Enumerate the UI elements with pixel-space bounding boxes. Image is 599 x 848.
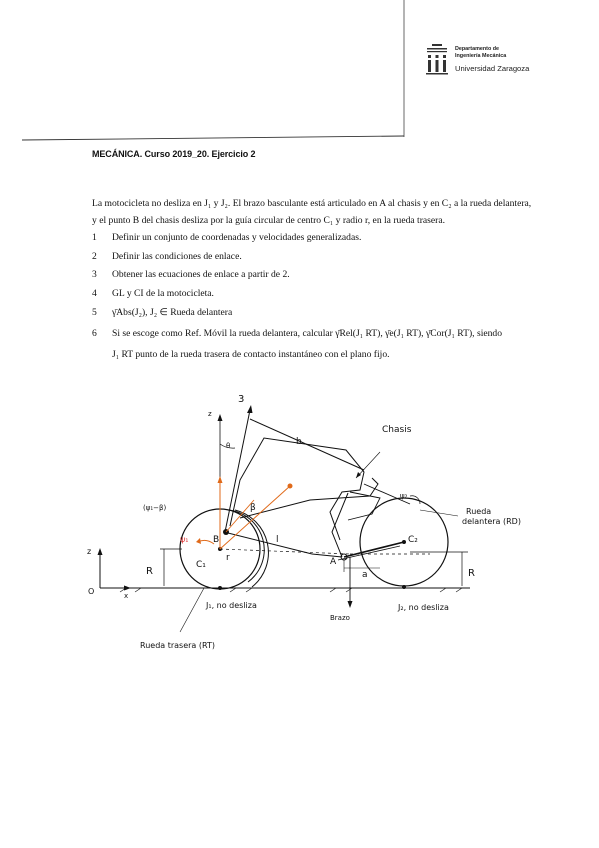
coordinate-axes (97, 548, 131, 591)
question-number: 3 (92, 269, 97, 280)
swingarm (337, 541, 405, 608)
angle-annotations (196, 476, 293, 550)
question-number: 4 (92, 288, 97, 299)
b-length-label: b (296, 437, 302, 447)
question-text: γ̄Abs(J₂), J₂ ∈ Rueda delantera (112, 307, 233, 318)
question-text-continuation: J₁ RT punto de la rueda trasera de conta… (112, 349, 390, 360)
l-length-label: l (276, 535, 279, 545)
small-r-label: r (226, 553, 230, 563)
rear-wheel (179, 508, 269, 590)
radius-label-front: R (468, 568, 475, 579)
b-point-label: B (213, 535, 219, 545)
problem-statement: La motocicleta no desliza en J₁ y J₂. El… (92, 198, 532, 226)
question-text: GL y CI de la motocicleta. (112, 288, 214, 299)
front-wheel-label-line-2: delantera (RD) (462, 517, 521, 526)
chassis (223, 405, 411, 558)
swingarm-label: Brazo (330, 614, 350, 622)
j1-label: J₁, no desliza (205, 601, 257, 610)
question-number: 1 (92, 232, 97, 243)
j2-label: J₂, no desliza (397, 603, 449, 612)
chassis-label: Chasis (382, 425, 412, 435)
university-logo-icon (426, 44, 448, 75)
question-number: 6 (92, 328, 97, 339)
question-number: 2 (92, 251, 97, 262)
z-axis-label: z (87, 547, 91, 556)
department-name: Departamento de Ingeniería Mecánica (455, 46, 506, 59)
psi2-label: ψ₂ (400, 492, 408, 500)
axis-3-label: 3 (238, 394, 244, 405)
rear-wheel-label: Rueda trasera (RT) (140, 641, 215, 650)
department-line-1: Departamento de (455, 46, 500, 52)
c1-label: C₁ (196, 560, 206, 570)
question-text: Definir las condiciones de enlace. (112, 251, 242, 262)
department-line-2: Ingeniería Mecánica (455, 52, 507, 59)
c2-label: C₂ (408, 535, 418, 545)
theta-label: θ (226, 442, 230, 450)
question-text: Definir un conjunto de coordenadas y vel… (112, 232, 362, 243)
exercise-title: MECÁNICA. Curso 2019_20. Ejercicio 2 (92, 149, 256, 159)
ground-line (110, 587, 470, 593)
university-name: Universidad Zaragoza (455, 64, 530, 73)
origin-label: O (88, 587, 94, 596)
motorcycle-diagram: z x O R C₁ r J₁, no desliza C₂ ψ₂ J₂, no… (87, 394, 521, 650)
front-wheel (359, 495, 449, 589)
question-number: 5 (92, 307, 97, 318)
z-axis-label-vertical: z (208, 410, 212, 418)
beta-label: β (250, 503, 256, 513)
radius-label-rear: R (146, 566, 153, 577)
x-axis-label: x (124, 592, 128, 600)
psi1-minus-beta-label: (ψ₁−β) (143, 504, 166, 512)
a-point-label: A (330, 557, 337, 567)
question-text: Obtener las ecuaciones de enlace a parti… (112, 269, 290, 280)
psi1-label: ψ₁ (180, 535, 188, 544)
a-length-label: a (362, 570, 368, 580)
question-text: Si se escoge como Ref. Móvil la rueda de… (112, 328, 503, 339)
front-wheel-label-line-1: Rueda (466, 507, 491, 516)
